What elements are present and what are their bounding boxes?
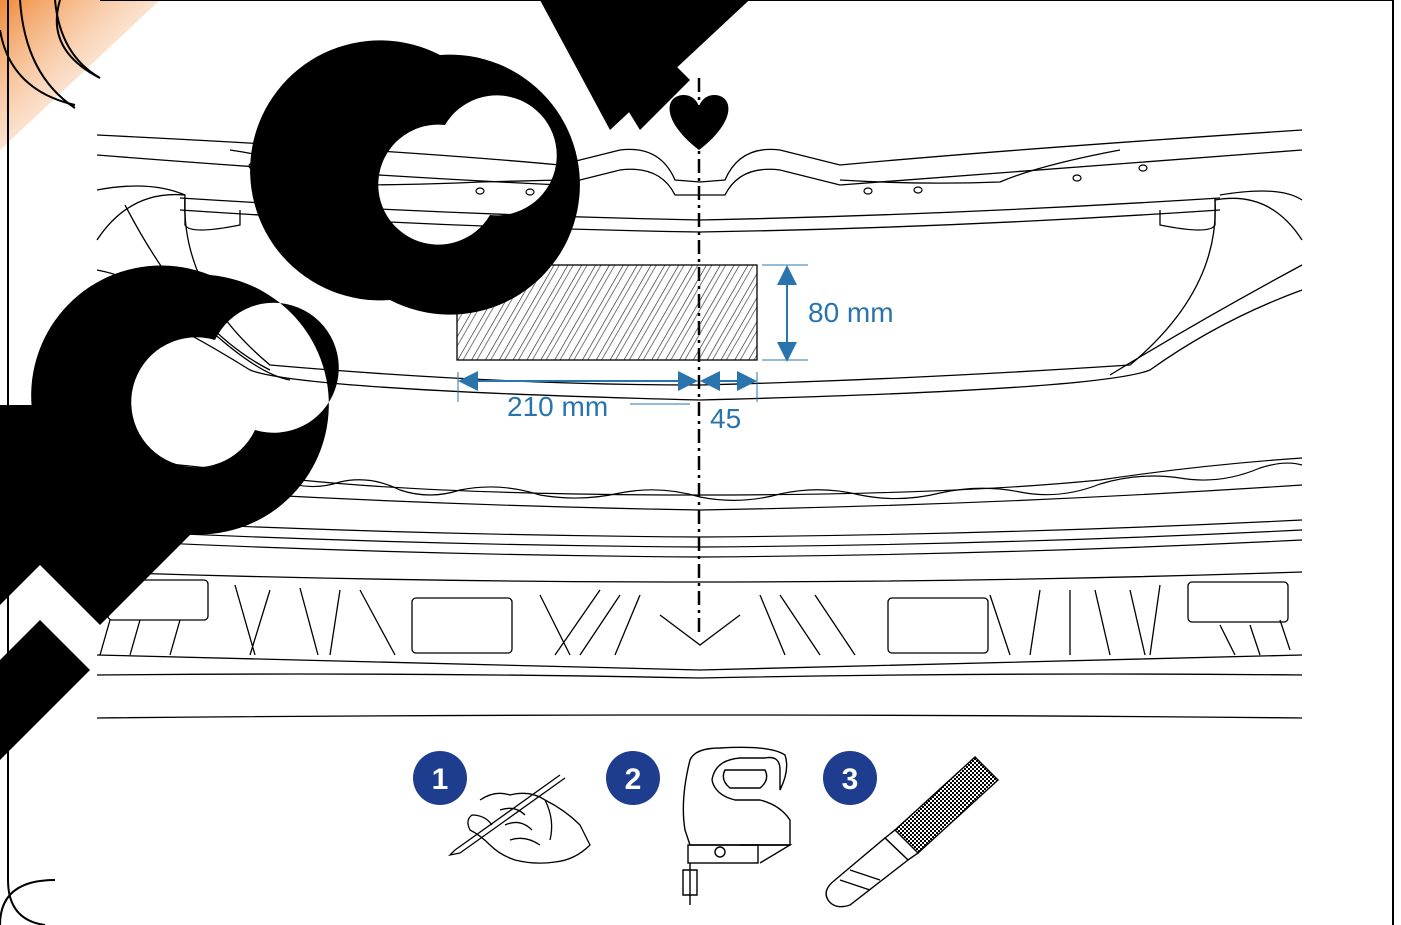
pencil-hand-icon xyxy=(448,774,591,864)
watermark xyxy=(0,0,750,760)
heart-icon xyxy=(669,95,729,150)
corner-accent xyxy=(0,0,160,150)
offset-dimension-label: 45 xyxy=(710,403,741,434)
frame-left-border xyxy=(7,0,46,925)
lower-grille xyxy=(96,571,1303,719)
step-badge-2: 2 xyxy=(606,751,660,805)
step-number: 2 xyxy=(625,763,642,796)
width-dimension-label: 210 mm xyxy=(507,391,608,422)
step-number: 1 xyxy=(432,763,449,796)
jigsaw-icon xyxy=(682,746,793,905)
step-badge-3: 3 xyxy=(823,751,877,805)
frame-corner-arc xyxy=(19,0,76,109)
step-number: 3 xyxy=(842,763,859,796)
dimension-lines xyxy=(457,264,808,405)
step-badge-1: 1 xyxy=(413,751,467,805)
frame-corner-arc-inner xyxy=(54,0,101,79)
height-dimension-label: 80 mm xyxy=(808,297,894,328)
file-rasp-icon xyxy=(825,756,1000,908)
